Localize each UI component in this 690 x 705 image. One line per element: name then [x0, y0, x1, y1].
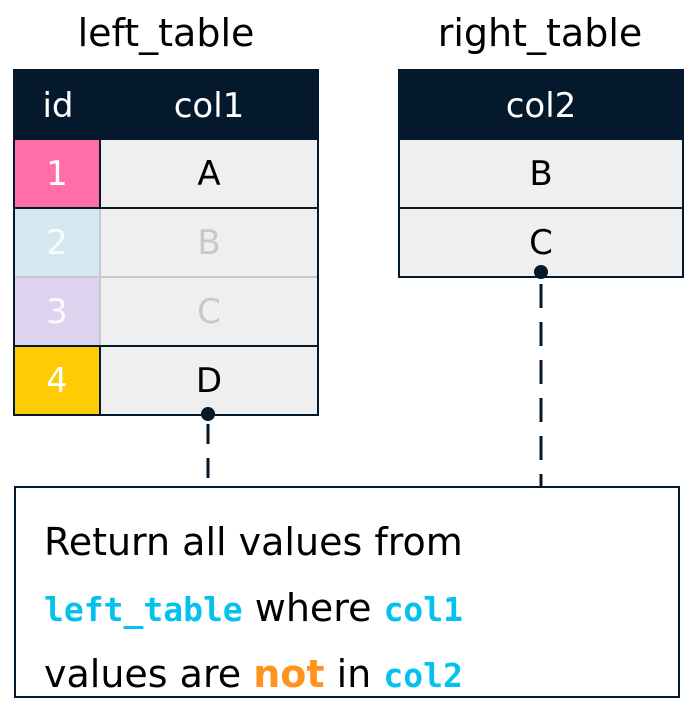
note-line-1: Return all values from: [44, 514, 463, 570]
left-row-3: 3 C: [15, 276, 317, 345]
right-table: col2 B C: [398, 69, 684, 278]
left-row-2: 2 B: [15, 207, 317, 276]
note-line-3-text: values are: [44, 652, 254, 696]
left-row-1-col1: A: [197, 153, 221, 194]
left-row-4-col1: D: [195, 360, 223, 401]
note-code-col2: col2: [383, 656, 463, 695]
left-table: id col1 1 A 2 B 3 C 4 D: [13, 69, 319, 416]
right-row-2: C: [400, 207, 682, 276]
note-emph-not: not: [253, 652, 325, 696]
right-row-1: B: [400, 138, 682, 207]
left-table-title: left_table: [77, 11, 255, 55]
connector-left-dot: [201, 407, 215, 421]
header-col2: col2: [505, 85, 577, 126]
left-row-1: 1 A: [15, 138, 317, 207]
left-row-3-id: 3: [15, 278, 101, 345]
right-row-1-col2: B: [529, 153, 553, 194]
left-row-4: 4 D: [15, 345, 317, 414]
right-table-title: right_table: [437, 11, 643, 55]
note-code-col1: col1: [383, 590, 464, 629]
left-row-4-id: 4: [15, 347, 101, 414]
note-code-left-table: left_table: [44, 590, 243, 629]
explanation-box: Return all values from left_table where …: [14, 486, 680, 698]
left-row-3-col1: C: [197, 291, 221, 332]
left-row-1-id: 1: [15, 140, 101, 207]
header-col1: col1: [173, 85, 245, 126]
note-line-3: values are not in col2: [44, 646, 463, 704]
right-row-2-col2: C: [529, 222, 553, 263]
left-table-header-row: id col1: [15, 71, 317, 140]
note-line-2-text: where: [242, 586, 384, 630]
right-table-header-row: col2: [400, 71, 682, 140]
left-row-2-col1: B: [197, 222, 221, 263]
connector-right-dot: [534, 265, 548, 279]
note-line-3-text2: in: [324, 652, 384, 696]
note-line-1-text: Return all values from: [44, 520, 463, 564]
left-row-2-id: 2: [15, 209, 101, 276]
header-id: id: [42, 85, 74, 126]
note-line-2: left_table where col1: [44, 580, 463, 638]
